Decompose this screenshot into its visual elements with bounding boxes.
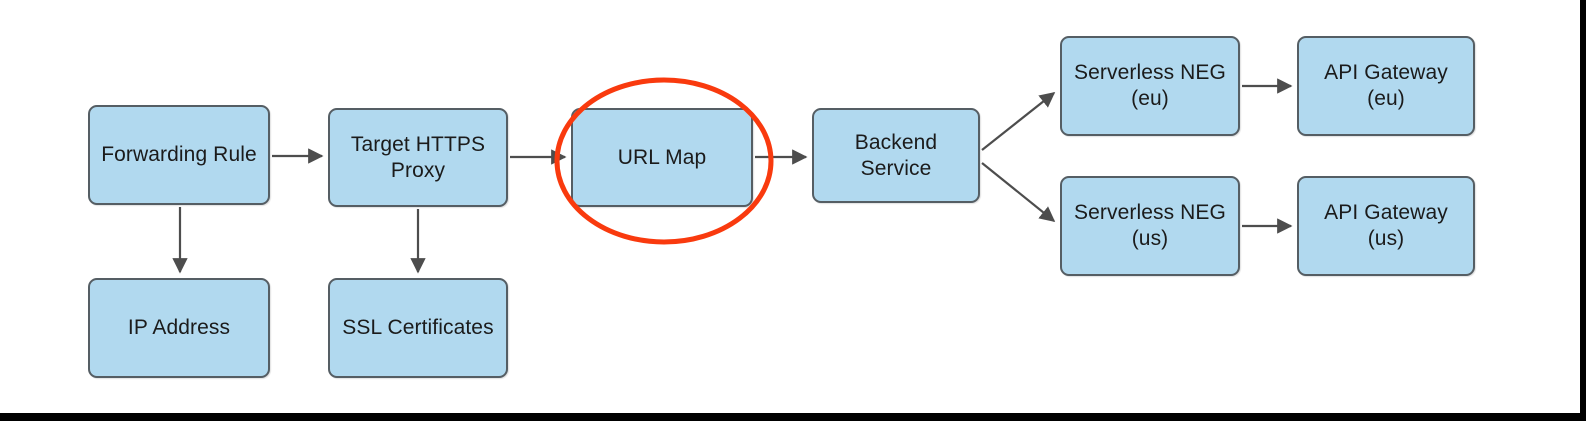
node-label-target-https-proxy: Target HTTPS Proxy (350, 132, 486, 182)
edge-backend-to-neg-us (981, 162, 1056, 222)
node-ssl-certificates[interactable]: SSL Certificates (328, 278, 508, 378)
edge-backend-to-neg-eu (981, 92, 1056, 151)
frame-right-band (1580, 0, 1586, 421)
node-label-ip-address: IP Address (127, 316, 231, 340)
node-serverless-neg-us[interactable]: Serverless NEG (us) (1060, 176, 1240, 276)
node-label-url-map: URL Map (617, 145, 707, 169)
node-serverless-neg-eu[interactable]: Serverless NEG (eu) (1060, 36, 1240, 136)
node-ip-address[interactable]: IP Address (88, 278, 270, 378)
node-forwarding-rule[interactable]: Forwarding Rule (88, 105, 270, 205)
node-api-gateway-us[interactable]: API Gateway (us) (1297, 176, 1475, 276)
node-label-ssl-certificates: SSL Certificates (342, 316, 494, 340)
node-url-map[interactable]: URL Map (571, 108, 753, 207)
node-label-backend-service: Backend Service (854, 130, 938, 180)
node-label-serverless-neg-eu: Serverless NEG (eu) (1074, 61, 1226, 110)
node-label-serverless-neg-us: Serverless NEG (us) (1074, 201, 1226, 250)
frame-bottom-band (0, 413, 1586, 421)
node-api-gateway-eu[interactable]: API Gateway (eu) (1297, 36, 1475, 136)
node-label-forwarding-rule: Forwarding Rule (101, 143, 257, 167)
node-backend-service[interactable]: Backend Service (812, 108, 980, 203)
node-label-api-gateway-eu: API Gateway (eu) (1324, 61, 1448, 110)
node-label-api-gateway-us: API Gateway (us) (1324, 201, 1448, 250)
node-target-https-proxy[interactable]: Target HTTPS Proxy (328, 108, 508, 207)
